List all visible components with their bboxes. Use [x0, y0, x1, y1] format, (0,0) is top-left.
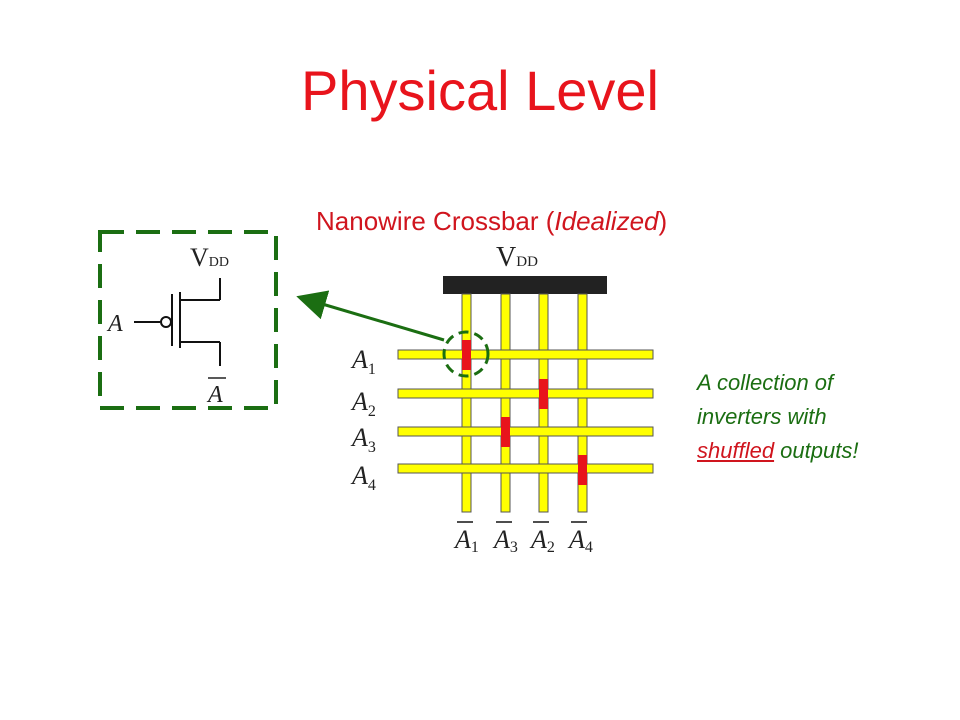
- junction-a4: [578, 455, 587, 485]
- callout-line-3: shuffled outputs!: [697, 434, 937, 468]
- junctions: [462, 340, 587, 485]
- input-labels: A1 A2 A3 A4: [350, 345, 376, 494]
- inverter-vdd-label: VDD: [190, 243, 229, 272]
- input-wire-4: [397, 463, 654, 474]
- input-wire-2: [397, 388, 654, 399]
- inverter-bubble: [160, 316, 172, 328]
- diagram-subtitle: Nanowire Crossbar (Idealized): [316, 206, 667, 237]
- subtitle-italic: Idealized: [554, 206, 659, 236]
- output-wires: [461, 293, 588, 513]
- input-label-2: A2: [350, 387, 376, 420]
- output-wire-2: [500, 293, 511, 513]
- inverter-inset-box: [98, 230, 278, 410]
- vdd-rail: [443, 276, 607, 294]
- output-label-2: A3: [492, 525, 518, 556]
- input-wires: [397, 349, 654, 474]
- callout-text: A collection of inverters with shuffled …: [697, 366, 937, 468]
- junction-a1: [462, 340, 471, 370]
- inverter-input-label: A: [106, 311, 123, 337]
- output-wire-1: [461, 293, 472, 513]
- callout-rest: outputs!: [774, 438, 859, 463]
- input-label-3: A3: [350, 423, 376, 456]
- page-title: Physical Level: [301, 59, 659, 122]
- junction-a3: [501, 417, 510, 447]
- callout-shuffled-word: shuffled: [697, 438, 775, 463]
- zoom-arrow: [296, 290, 445, 342]
- input-label-4: A4: [350, 461, 376, 494]
- output-wire-4: [577, 293, 588, 513]
- output-labels: A1 A3 A2 A4: [453, 521, 593, 556]
- output-label-4: A4: [567, 525, 593, 556]
- input-wire-1: [397, 349, 654, 360]
- highlight-circle: [442, 330, 490, 378]
- callout-line-1: A collection of: [697, 370, 834, 395]
- output-label-3: A2: [529, 525, 555, 556]
- inverter-symbol: [134, 278, 221, 366]
- input-wire-3: [397, 426, 654, 437]
- subtitle-main: Nanowire Crossbar (: [316, 206, 555, 236]
- callout-line-2: inverters with: [697, 404, 827, 429]
- output-label-1: A1: [453, 525, 479, 556]
- junction-a2: [539, 379, 548, 409]
- subtitle-close: ): [658, 206, 668, 236]
- input-label-1: A1: [350, 345, 376, 378]
- inverter-output-label: A: [206, 382, 223, 408]
- crossbar-vdd-label: VDD: [496, 242, 538, 273]
